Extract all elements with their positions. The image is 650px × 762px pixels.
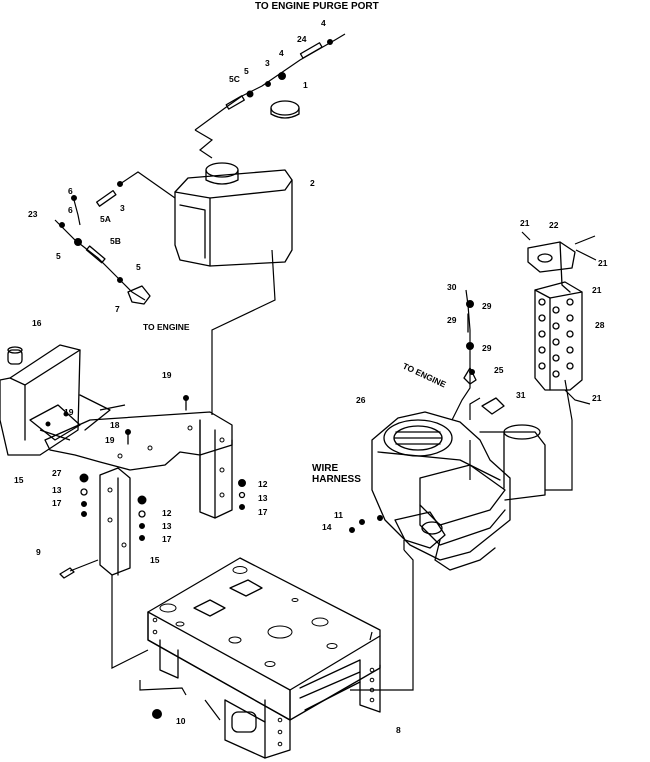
callout-5: 5 (56, 251, 61, 261)
engine-fittings (349, 289, 505, 533)
callout-3: 3 (120, 203, 125, 213)
fuel-line (211, 249, 276, 415)
callout-5: 5 (244, 66, 249, 76)
callout-5b: 5B (110, 236, 121, 246)
callout-labels: 1 2 3 4 4 24 5C 5 3 6 6 23 5A 5B 5 5 7 T… (14, 18, 608, 735)
callout-21: 21 (592, 393, 602, 403)
note-wire-harness-1: WIRE (312, 463, 338, 474)
callout-24: 24 (297, 34, 307, 44)
callout-19: 19 (105, 435, 115, 445)
callout-17: 17 (258, 507, 268, 517)
callout-7: 7 (115, 304, 120, 314)
callout-18: 18 (110, 420, 120, 430)
callout-30: 30 (447, 282, 457, 292)
callout-8: 8 (396, 725, 401, 735)
callout-6: 6 (68, 205, 73, 215)
callout-26: 26 (356, 395, 366, 405)
fuel-cap (270, 100, 300, 119)
fuel-fittings-left (54, 171, 176, 305)
battery (0, 344, 81, 456)
callout-19: 19 (64, 407, 74, 417)
callout-10: 10 (176, 716, 186, 726)
callout-27: 27 (52, 468, 62, 478)
callout-25: 25 (494, 365, 504, 375)
callout-12: 12 (258, 479, 268, 489)
note-to-engine-angled: TO ENGINE (401, 361, 448, 390)
callout-17: 17 (52, 498, 62, 508)
hardware-set (39, 395, 246, 719)
callout-23: 23 (28, 209, 38, 219)
leader-lines (111, 379, 573, 721)
callout-11: 11 (334, 510, 343, 520)
callout-3: 3 (265, 58, 270, 68)
mount-bracket-plate (44, 411, 233, 519)
callout-14: 14 (322, 522, 332, 532)
callout-22: 22 (549, 220, 559, 230)
callout-13: 13 (258, 493, 268, 503)
callout-6: 6 (68, 186, 73, 196)
callout-29: 29 (482, 301, 492, 311)
callout-12: 12 (162, 508, 172, 518)
callout-4: 4 (279, 48, 284, 58)
callout-16: 16 (32, 318, 42, 328)
callout-5: 5 (136, 262, 141, 272)
callout-29: 29 (482, 343, 492, 353)
diagram-title: TO ENGINE PURGE PORT (255, 1, 379, 12)
callout-19: 19 (162, 370, 172, 380)
callout-15: 15 (150, 555, 160, 565)
callout-29: 29 (447, 315, 457, 325)
callout-13: 13 (52, 485, 62, 495)
engine (371, 411, 546, 571)
callout-31: 31 (516, 390, 526, 400)
rotating-screen (534, 281, 591, 405)
callout-5a: 5A (100, 214, 111, 224)
callout-2: 2 (310, 178, 315, 188)
callout-21: 21 (520, 218, 530, 228)
callout-1: 1 (303, 80, 308, 90)
note-to-engine: TO ENGINE (143, 322, 190, 332)
callout-21: 21 (598, 258, 608, 268)
fuel-tank (174, 162, 293, 267)
intake-bracket (521, 231, 597, 293)
callout-28: 28 (595, 320, 605, 330)
callout-9: 9 (36, 547, 41, 557)
callout-4: 4 (321, 18, 326, 28)
callout-15: 15 (14, 475, 24, 485)
note-wire-harness-2: HARNESS (312, 474, 361, 485)
battery-hold-down (29, 394, 111, 441)
mount-bracket-left (99, 467, 131, 576)
callout-17: 17 (162, 534, 172, 544)
callout-21: 21 (592, 285, 602, 295)
callout-5c: 5C (229, 74, 240, 84)
fuel-fittings-top (194, 33, 346, 159)
chassis-frame (147, 557, 381, 759)
callout-13: 13 (162, 521, 172, 531)
